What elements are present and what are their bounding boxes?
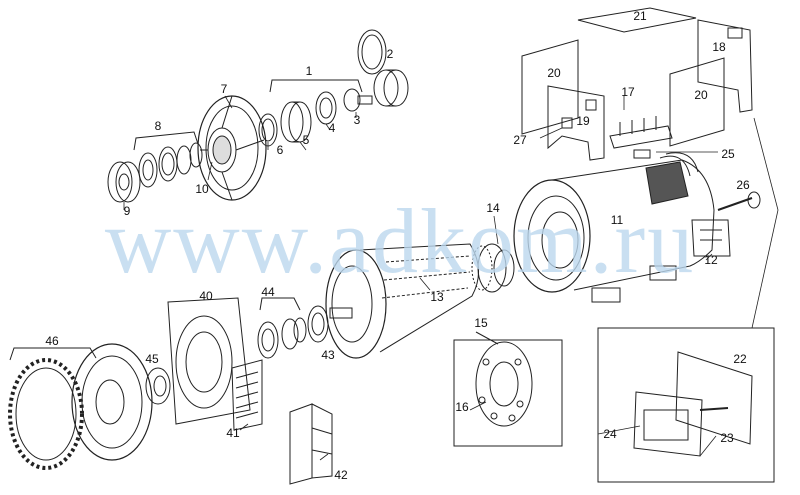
label-part-7: 7	[220, 82, 228, 96]
label-part-22: 22	[733, 352, 747, 366]
label-part-26: 26	[736, 178, 750, 192]
label-part-42: 42	[334, 468, 348, 482]
part-26-bolt	[717, 191, 761, 211]
label-part-45: 45	[145, 352, 159, 366]
label-part-16: 16	[455, 400, 469, 414]
label-part-19: 19	[576, 114, 590, 128]
bracket-8	[133, 131, 199, 151]
part-42-bracket	[289, 403, 333, 485]
label-part-15: 15	[474, 316, 488, 330]
watermark: www.adkom.ru	[104, 190, 696, 292]
label-part-9: 9	[123, 204, 131, 218]
label-part-3: 3	[353, 113, 361, 127]
label-part-20-left: 20	[547, 66, 561, 80]
bracket-46	[9, 347, 97, 361]
part-25-terminal	[633, 149, 651, 159]
part-9-cap	[107, 161, 141, 203]
bracket-1	[269, 79, 363, 93]
label-part-27: 27	[513, 133, 527, 147]
label-part-6: 6	[276, 143, 284, 157]
part-12-cover	[691, 219, 731, 257]
part-27-panel-front	[547, 85, 605, 161]
part-43-bearing	[307, 305, 329, 343]
bracket-44	[259, 297, 301, 311]
part-8-rings	[138, 142, 203, 188]
label-part-17: 17	[621, 85, 635, 99]
label-part-20-right: 20	[694, 88, 708, 102]
label-part-46: 46	[45, 334, 59, 348]
leader-lines	[123, 95, 779, 461]
part-18-side-panel	[697, 19, 753, 113]
label-part-18: 18	[712, 40, 726, 54]
label-part-41: 41	[226, 426, 240, 440]
label-part-8: 8	[154, 119, 162, 133]
label-part-21: 21	[633, 9, 647, 23]
part-40-fan-housing	[167, 297, 251, 425]
label-part-25: 25	[721, 147, 735, 161]
parts-22-24-inset	[597, 327, 775, 483]
part-2-cap	[357, 29, 409, 107]
part-45-ring	[145, 367, 171, 405]
label-part-5: 5	[302, 133, 310, 147]
label-part-2: 2	[386, 47, 394, 61]
part-20-panel-left	[521, 39, 579, 135]
label-part-4: 4	[328, 121, 336, 135]
label-part-40: 40	[199, 289, 213, 303]
label-part-13: 13	[430, 290, 444, 304]
label-part-11: 11	[610, 213, 624, 227]
label-part-43: 43	[321, 348, 335, 362]
part-20-panel-right	[669, 57, 725, 147]
part-19-block	[561, 117, 573, 129]
part-3-nut	[343, 88, 373, 112]
part-4-bearing	[315, 91, 337, 125]
label-part-1: 1	[305, 64, 313, 78]
label-part-14: 14	[486, 201, 500, 215]
part-11-stator	[513, 152, 715, 303]
label-part-12: 12	[704, 253, 718, 267]
label-part-24: 24	[603, 427, 617, 441]
label-part-23: 23	[720, 431, 734, 445]
part-41-grille	[231, 359, 263, 431]
part-13-rotor	[325, 243, 479, 359]
part-15-inset	[453, 331, 563, 447]
label-part-44: 44	[261, 285, 275, 299]
label-part-10: 10	[195, 182, 209, 196]
part-44-rings	[257, 317, 307, 359]
part-7-end-shield	[197, 95, 267, 201]
part-46-fan	[8, 343, 153, 470]
part-17-terminal-board	[609, 116, 673, 149]
part-21-top-cover	[577, 7, 697, 33]
